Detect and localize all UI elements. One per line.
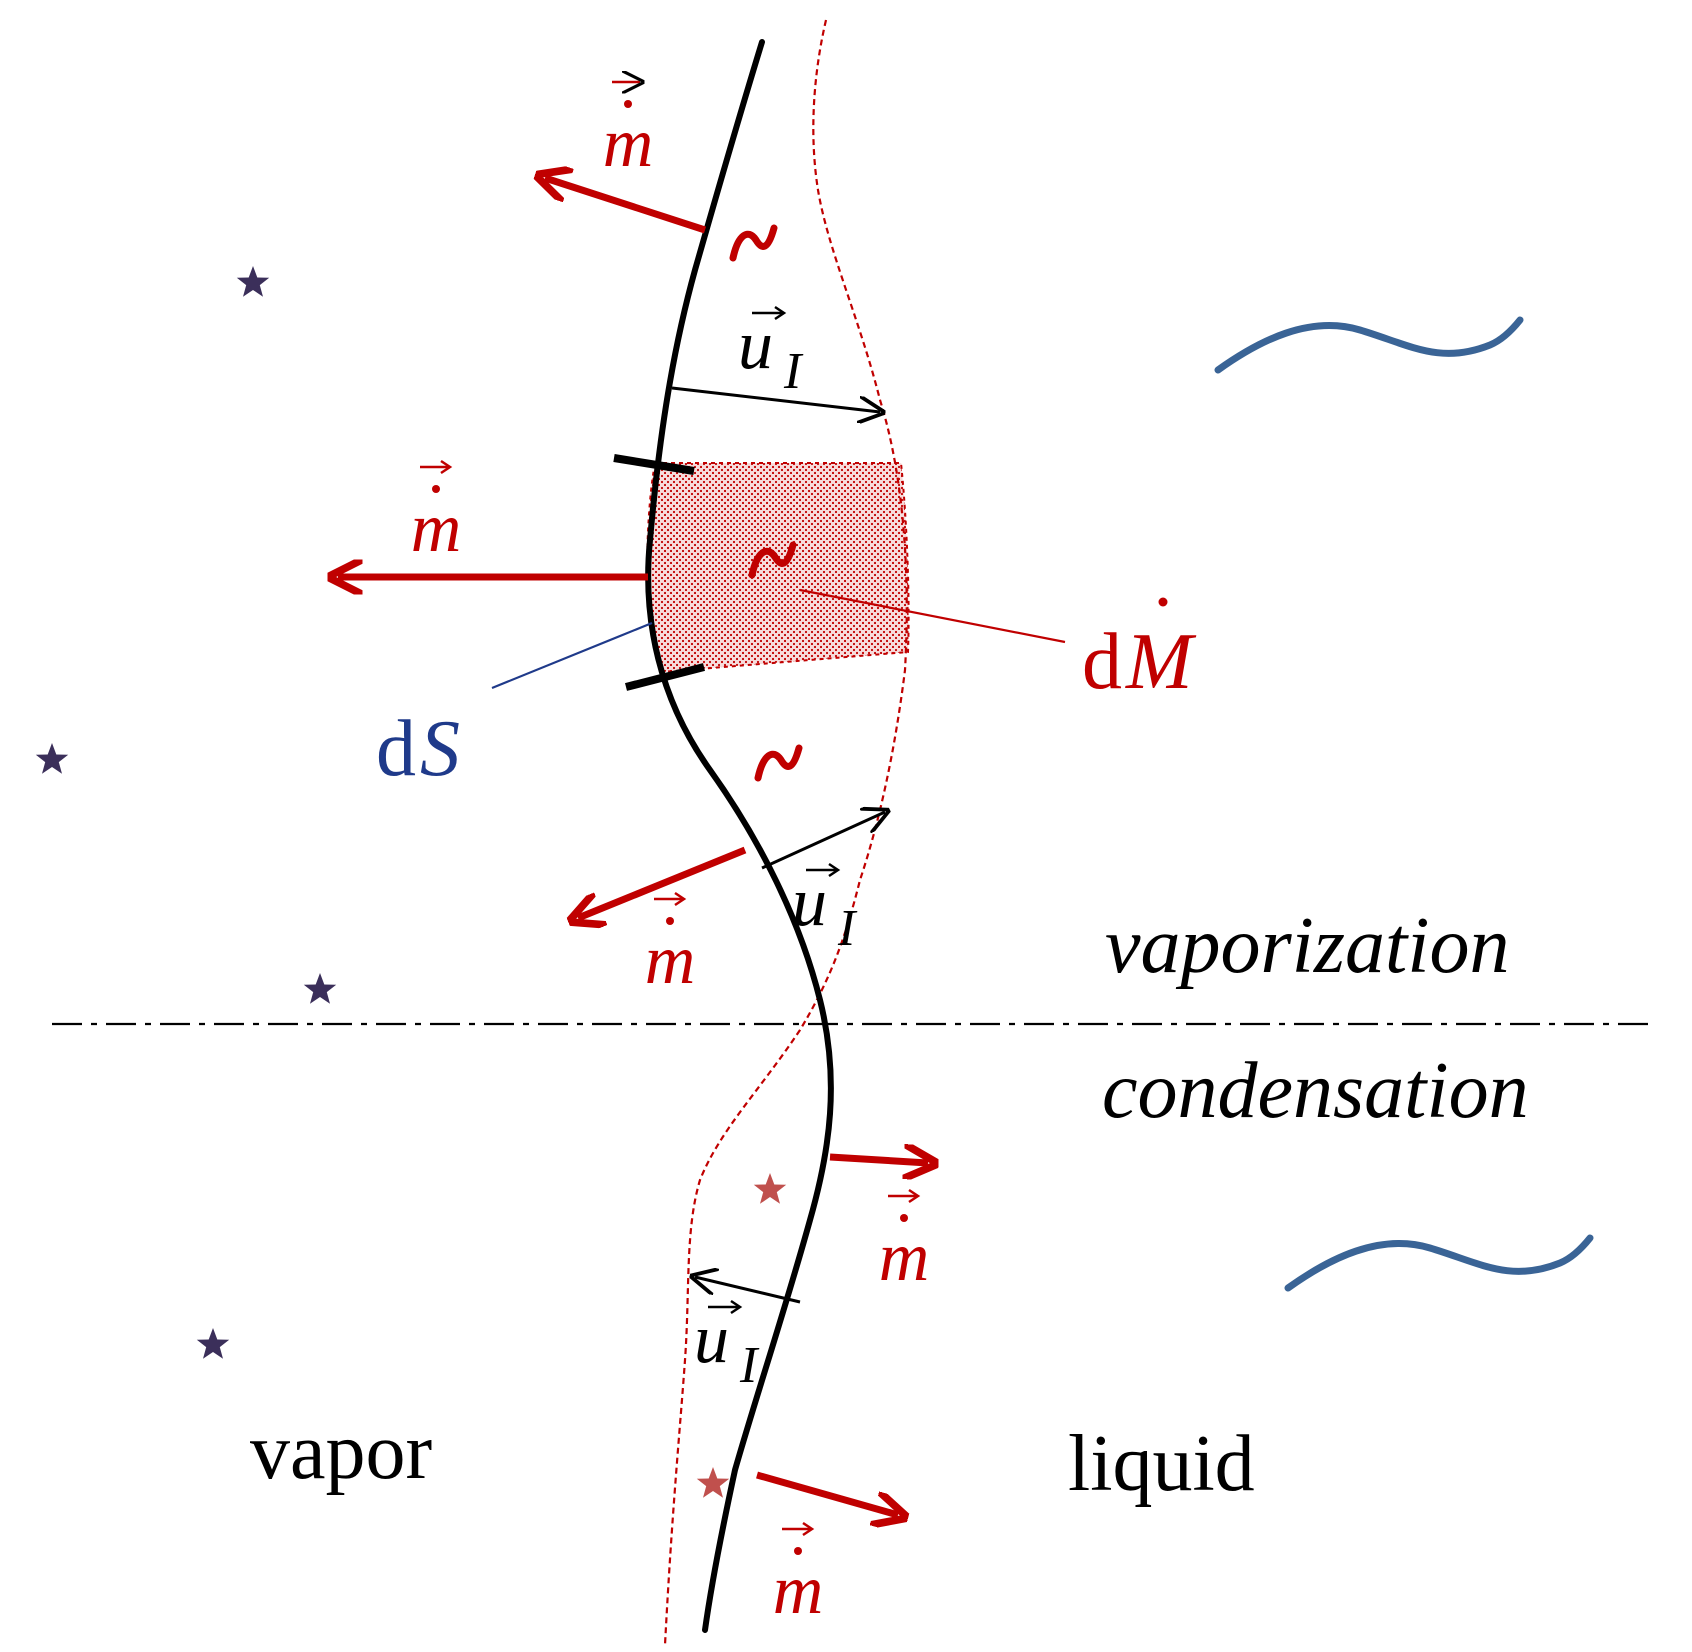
interface-velocity-arrow-3 <box>695 1277 801 1304</box>
dM-label: d M <box>1082 597 1197 706</box>
m-dot-text: m <box>879 1219 930 1296</box>
u-I-text: u <box>694 1301 729 1378</box>
tilde-icon <box>729 224 778 262</box>
interface-velocity-arrow-1 <box>671 386 880 412</box>
m-dot-label-2: m <box>411 459 462 567</box>
displaced-interface-dashed <box>663 19 908 1646</box>
dM-leader-line <box>799 588 1066 644</box>
star-icon <box>35 743 69 774</box>
dS-tick-top <box>613 454 695 475</box>
vaporization-label: vaporization <box>1105 902 1509 990</box>
m-dot-label-1: m <box>603 82 654 182</box>
condensation-label: condensation <box>1102 1047 1529 1135</box>
interface-velocity-arrow-2 <box>761 812 885 870</box>
star-icon <box>196 1328 230 1359</box>
dM-d-text: d <box>1082 618 1122 706</box>
m-dot-text: m <box>603 105 654 182</box>
control-volume-dM <box>645 462 910 674</box>
dS-tick-bottom <box>625 663 705 691</box>
u-I-subscript: I <box>783 343 804 400</box>
wave-icon <box>1214 316 1524 374</box>
u-I-label-3: u I <box>694 1299 760 1394</box>
dM-M-text: M <box>1125 618 1197 706</box>
u-I-text: u <box>738 307 773 384</box>
mass-flux-arrow-1 <box>545 178 707 234</box>
liquid-label: liquid <box>1068 1420 1255 1508</box>
dS-d-text: d <box>376 705 416 793</box>
star-icon <box>303 973 337 1004</box>
mass-flux-arrow-3 <box>578 846 747 918</box>
tilde-icon <box>754 744 803 782</box>
m-dot-label-3: m <box>645 891 696 999</box>
mass-flux-arrow-4 <box>829 1157 928 1163</box>
dS-label: d S <box>376 705 460 793</box>
mass-flux-arrow-5 <box>756 1471 898 1515</box>
dS-leader-line <box>491 621 653 690</box>
dS-S-text: S <box>420 705 460 793</box>
m-dot-text: m <box>645 922 696 999</box>
star-icon <box>696 1467 730 1498</box>
tilde-icon <box>748 541 797 579</box>
m-dot-label-5: m <box>773 1521 824 1629</box>
m-dot-text: m <box>773 1552 824 1629</box>
interface-curve <box>645 39 834 1633</box>
u-I-subscript: I <box>837 900 858 957</box>
wave-icon <box>1284 1234 1594 1292</box>
m-dot-text: m <box>411 490 462 567</box>
u-I-text: u <box>792 864 827 941</box>
u-I-label-2: u I <box>792 862 858 957</box>
m-dot-label-4: m <box>879 1188 930 1296</box>
u-I-label-1: u I <box>738 305 804 400</box>
star-icon <box>236 266 270 297</box>
u-I-subscript: I <box>739 1337 760 1394</box>
star-icon <box>753 1173 787 1204</box>
vapor-label: vapor <box>250 1408 432 1496</box>
